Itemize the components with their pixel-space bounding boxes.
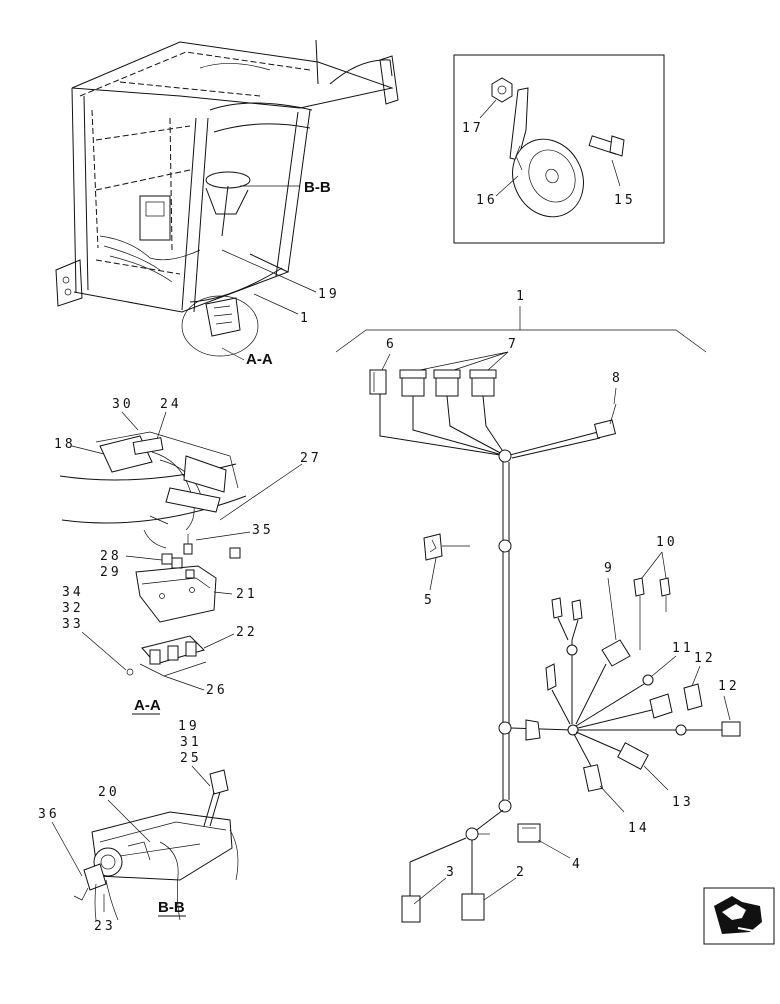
callout-34: 34 (62, 585, 84, 600)
callout-14: 14 (628, 821, 650, 836)
callout-19-bb: 19 (178, 719, 200, 734)
callout-25: 25 (180, 751, 202, 766)
callout-12-a: 12 (694, 651, 716, 666)
callout-13: 13 (672, 795, 694, 810)
callout-10: 10 (656, 535, 678, 550)
callout-12-b: 12 (718, 679, 740, 694)
callout-30: 30 (112, 397, 134, 412)
callout-17: 17 (462, 121, 484, 136)
callout-35: 35 (252, 523, 274, 538)
callout-2: 2 (516, 865, 527, 880)
callout-9: 9 (604, 561, 615, 576)
callout-29: 29 (100, 565, 122, 580)
section-label-bb: B-B (158, 899, 185, 916)
callout-6: 6 (386, 337, 397, 352)
callout-33: 33 (62, 617, 84, 632)
section-label-aa: A-A (134, 697, 161, 714)
callout-1: 1 (516, 289, 527, 304)
callout-11: 11 (672, 641, 694, 656)
callout-24: 24 (160, 397, 182, 412)
callout-20: 20 (98, 785, 120, 800)
callout-26: 26 (206, 683, 228, 698)
callout-23: 23 (94, 919, 116, 934)
callout-18: 18 (54, 437, 76, 452)
callout-21: 21 (236, 587, 258, 602)
callout-7: 7 (508, 337, 519, 352)
section-bb-view: 19 31 25 20 36 23 B-B (38, 719, 239, 934)
callout-22: 22 (236, 625, 258, 640)
callout-27: 27 (300, 451, 322, 466)
horn-detail-box: 17 16 15 (453, 54, 665, 244)
callout-28: 28 (100, 549, 122, 564)
section-aa-view: 30 24 18 27 35 28 29 21 (54, 397, 322, 715)
callout-31: 31 (180, 735, 202, 750)
arrow-icon[interactable] (703, 887, 775, 945)
callout-36: 36 (38, 807, 60, 822)
callout-3: 3 (446, 865, 457, 880)
callout-16: 16 (476, 193, 498, 208)
view-label-aa: A-A (246, 351, 273, 368)
cab-isometric-view: A-A B-B 19 1 (55, 39, 399, 368)
callout-15: 15 (614, 193, 636, 208)
callout-4: 4 (572, 857, 583, 872)
callout-32: 32 (62, 601, 84, 616)
wiring-harness-layout: 1 6 7 8 (335, 289, 741, 923)
callout-5: 5 (424, 593, 435, 608)
callout-19-cab: 19 (318, 287, 340, 302)
callout-unlabeled-cab: 1 (300, 311, 311, 326)
view-label-bb: B-B (304, 179, 331, 196)
callout-8: 8 (612, 371, 623, 386)
